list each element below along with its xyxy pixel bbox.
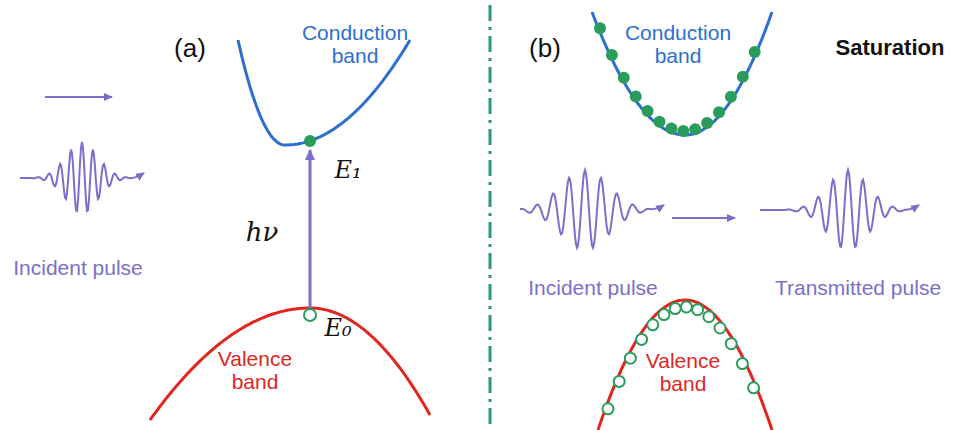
valence-band-curve [598, 300, 772, 430]
photon-label: hν [237, 218, 287, 247]
hole [670, 303, 681, 314]
electron [749, 46, 761, 58]
valence-band-curve [150, 308, 430, 420]
light-pulse [20, 142, 144, 211]
electron [654, 116, 666, 128]
hole [603, 403, 614, 414]
hole [692, 304, 703, 315]
electron [677, 125, 689, 137]
title-label: Saturation [820, 36, 960, 60]
hole [647, 319, 658, 330]
hole [659, 309, 670, 320]
hole [304, 309, 316, 321]
electron [737, 71, 749, 83]
pulse-label: Incident pulse [518, 276, 668, 299]
hole [636, 334, 647, 345]
electron [665, 122, 677, 134]
light-pulse [760, 170, 919, 247]
electron [642, 105, 654, 117]
conduction-band-curve [592, 12, 772, 135]
divider [489, 5, 492, 428]
electron [304, 135, 316, 147]
panel-label: (b) [515, 34, 575, 63]
propagation-arrow [45, 96, 112, 98]
conduction-band-curve [238, 40, 410, 145]
excitation-arrow [309, 150, 312, 308]
electron [594, 22, 606, 34]
pulse-label: Transmitted pulse [768, 276, 948, 299]
band-label: Conduction band [623, 21, 733, 67]
pulse-label: Incident pulse [3, 256, 153, 279]
band-label: Valence band [638, 349, 728, 395]
hole [614, 376, 625, 387]
hole [748, 382, 759, 393]
hole [625, 353, 636, 364]
hole [726, 338, 737, 349]
electron [701, 117, 713, 129]
hole [737, 358, 748, 369]
electron [689, 123, 701, 135]
energy-label: E₁ [328, 157, 368, 183]
band-label: Conduction band [300, 21, 410, 67]
panel-label: (a) [160, 34, 220, 63]
electron [618, 72, 630, 84]
energy-label: E₀ [318, 315, 358, 341]
light-pulse [520, 170, 664, 248]
electron [725, 91, 737, 103]
hole [715, 323, 726, 334]
electron [630, 90, 642, 102]
propagation-arrow [672, 217, 735, 219]
band-label: Valence band [210, 347, 300, 393]
hole [703, 311, 714, 322]
hole [681, 302, 692, 313]
electron [713, 106, 725, 118]
electron [606, 49, 618, 61]
